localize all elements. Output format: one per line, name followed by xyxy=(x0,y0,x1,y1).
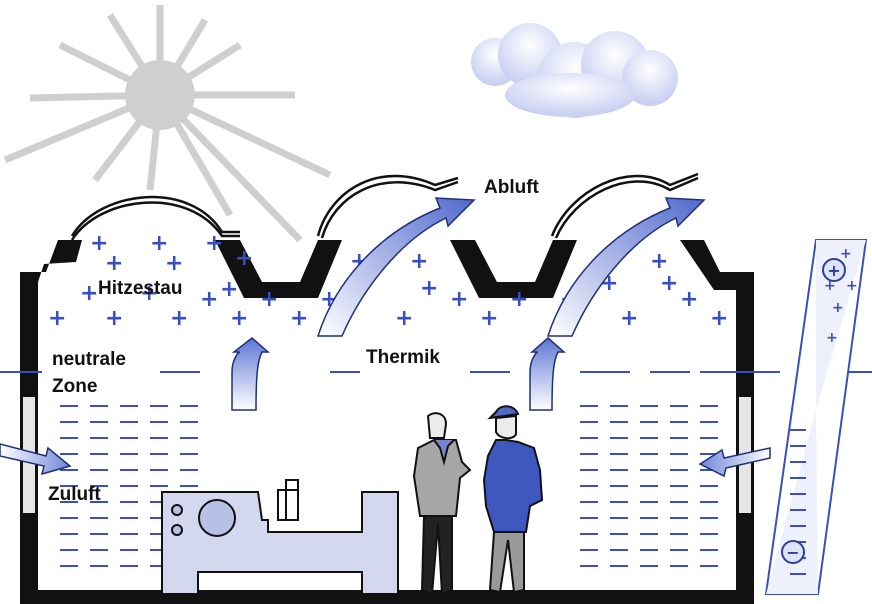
plus-sign-icon: + xyxy=(105,251,123,276)
plus-sign-icon: + xyxy=(230,306,248,331)
plus-sign-icon: + xyxy=(710,306,728,331)
label-thermik: Thermik xyxy=(366,347,440,368)
cloud-icon xyxy=(471,23,678,118)
plus-circle-icon xyxy=(822,258,846,282)
plus-sign-icon: + xyxy=(80,281,98,306)
plus-sign-icon: + xyxy=(660,271,678,296)
sun-icon xyxy=(3,5,332,243)
plus-sign-icon: + xyxy=(170,306,188,331)
person-icon xyxy=(412,412,472,596)
plus-sign-icon: + xyxy=(140,281,158,306)
label-hitzestau: Hitzestau xyxy=(98,278,182,299)
scale-plus-sign-icon: + xyxy=(832,300,844,316)
plus-sign-icon: + xyxy=(90,231,108,256)
machine-icon xyxy=(161,479,399,595)
cool-zone-dashes xyxy=(60,405,718,567)
plus-sign-icon: + xyxy=(420,276,438,301)
scale-plus-sign-icon: + xyxy=(824,278,836,294)
label-abluft: Abluft xyxy=(484,177,540,198)
plus-sign-icon: + xyxy=(200,287,218,312)
plus-sign-icon: + xyxy=(510,287,528,312)
label-zone: Zone xyxy=(52,376,97,397)
scale-plus-sign-icon: + xyxy=(826,330,838,346)
plus-sign-icon: + xyxy=(260,287,278,312)
scale-plus-sign-icon: + xyxy=(840,246,852,262)
plus-sign-icon: + xyxy=(650,249,668,274)
plus-sign-icon: + xyxy=(105,306,123,331)
label-zuluft: Zuluft xyxy=(48,484,101,505)
pressure-scale: +++++ + − xyxy=(764,239,868,595)
plus-sign-icon: + xyxy=(205,231,223,256)
plus-sign-icon: + xyxy=(450,287,468,312)
plus-sign-icon: + xyxy=(620,306,638,331)
plus-sign-icon: + xyxy=(680,287,698,312)
positive-pressure-symbol: + xyxy=(827,261,840,280)
negative-pressure-symbol: − xyxy=(786,543,799,562)
scale-plus-sign-icon: + xyxy=(846,278,858,294)
plus-sign-icon: + xyxy=(290,306,308,331)
plus-sign-icon: + xyxy=(165,251,183,276)
label-neutrale: neutrale xyxy=(52,349,126,370)
plus-sign-icon: + xyxy=(48,306,66,331)
plus-sign-icon: + xyxy=(235,246,253,271)
plus-sign-icon: + xyxy=(150,231,168,256)
person-icon xyxy=(482,405,544,594)
plus-sign-icon: + xyxy=(410,249,428,274)
plus-sign-icon: + xyxy=(480,306,498,331)
plus-sign-icon: + xyxy=(220,277,238,302)
air-flow-arrow xyxy=(0,197,771,478)
roof-vent-hoods xyxy=(70,172,699,241)
plus-sign-icon: + xyxy=(395,306,413,331)
minus-circle-icon xyxy=(781,540,805,564)
